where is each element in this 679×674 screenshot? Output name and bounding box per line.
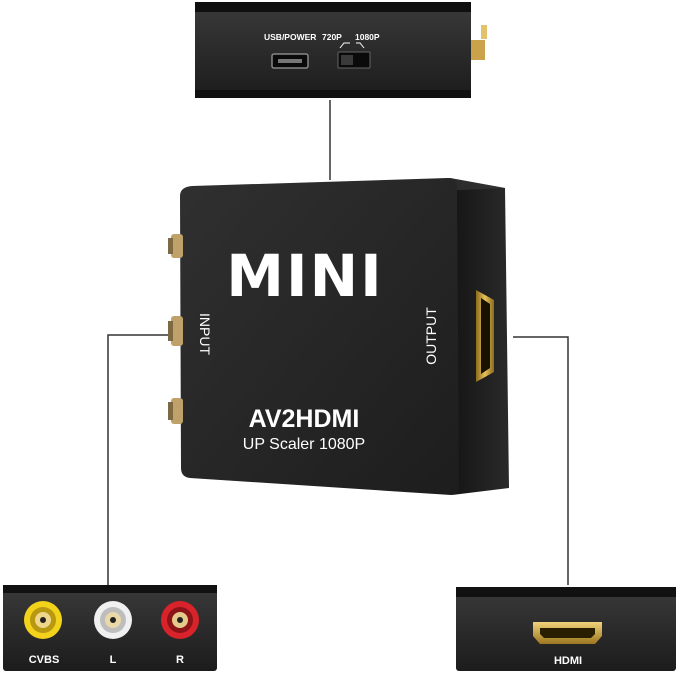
hdmi-port-front-icon bbox=[533, 622, 602, 644]
left-channel-label: L bbox=[110, 654, 117, 666]
output-panel: HDMI bbox=[456, 587, 676, 671]
brand-label: MINI bbox=[226, 242, 383, 310]
rca-stubs bbox=[168, 234, 183, 424]
device-front-face bbox=[180, 178, 459, 495]
res-720-label: 720P bbox=[322, 32, 342, 42]
rca-red-jack-icon bbox=[161, 601, 199, 639]
right-channel-label: R bbox=[176, 654, 184, 666]
input-panel: CVBS L R bbox=[3, 585, 217, 671]
hdmi-label: HDMI bbox=[554, 655, 582, 667]
hdmi-port-icon bbox=[476, 290, 494, 382]
rca-white-jack-icon bbox=[94, 601, 132, 639]
rca-yellow-jack-icon bbox=[24, 601, 62, 639]
model-label: AV2HDMI bbox=[249, 405, 360, 433]
leader-lines bbox=[107, 100, 569, 585]
output-label: OUTPUT bbox=[423, 307, 439, 365]
res-1080-label: 1080P bbox=[355, 32, 380, 42]
top-panel-body bbox=[195, 2, 471, 98]
usb-power-label: USB/POWER bbox=[264, 32, 316, 42]
tagline-label: UP Scaler 1080P bbox=[243, 436, 365, 453]
main-device: MINI AV2HDMI UP Scaler 1080P INPUT OUTPU… bbox=[168, 178, 509, 495]
cvbs-label: CVBS bbox=[29, 654, 60, 666]
top-panel: USB/POWER 720P 1080P bbox=[195, 2, 487, 98]
input-label: INPUT bbox=[197, 313, 213, 355]
top-side-pin bbox=[471, 40, 485, 60]
